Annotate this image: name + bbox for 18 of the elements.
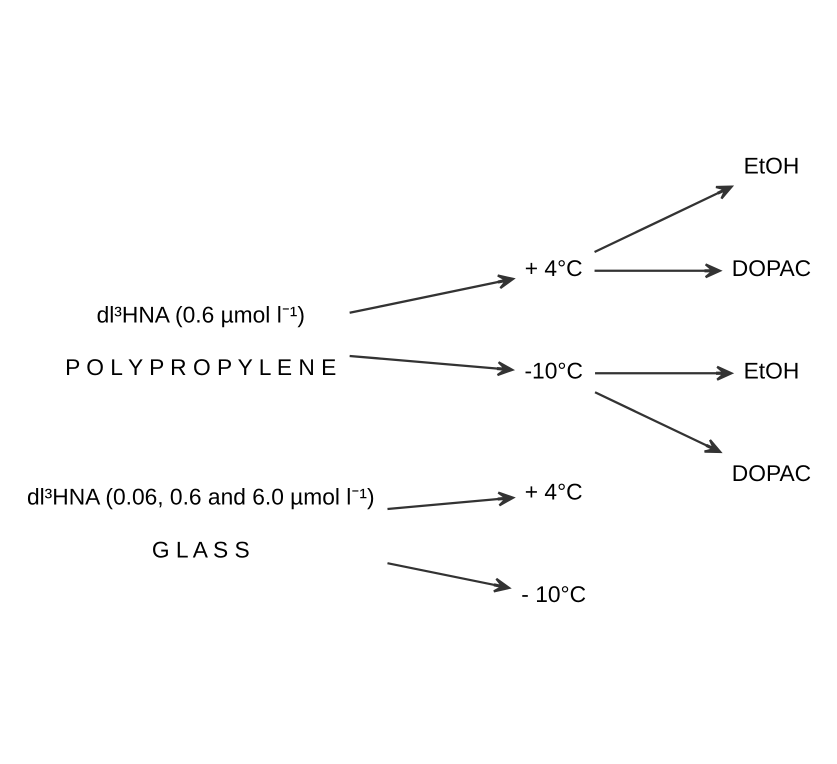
arrow: [595, 365, 733, 380]
node-text: dl³HNA (0.06, 0.6 and 6.0 µmol l⁻¹) G L A S S: [26, 483, 375, 562]
arrow: [349, 274, 514, 314]
arrow: [594, 262, 722, 278]
arrow: [594, 390, 722, 453]
node-text: EtOH: [744, 152, 800, 178]
arrow: [594, 185, 733, 252]
node-text: + 4°C: [524, 478, 583, 504]
node-text: -10°C: [524, 357, 583, 384]
node-text: - 10°C: [521, 580, 586, 607]
arrow: [350, 354, 514, 376]
node-text: EtOH: [744, 357, 800, 384]
arrow: [387, 490, 514, 510]
node-text: DOPAC: [732, 460, 812, 486]
arrow: [387, 562, 510, 592]
node-text: DOPAC: [732, 254, 812, 281]
node-text: + 4°C: [524, 254, 583, 281]
node-text: dl³HNA (0.6 µmol l⁻¹) P O L Y P R O P Y L E N E: [65, 300, 336, 380]
